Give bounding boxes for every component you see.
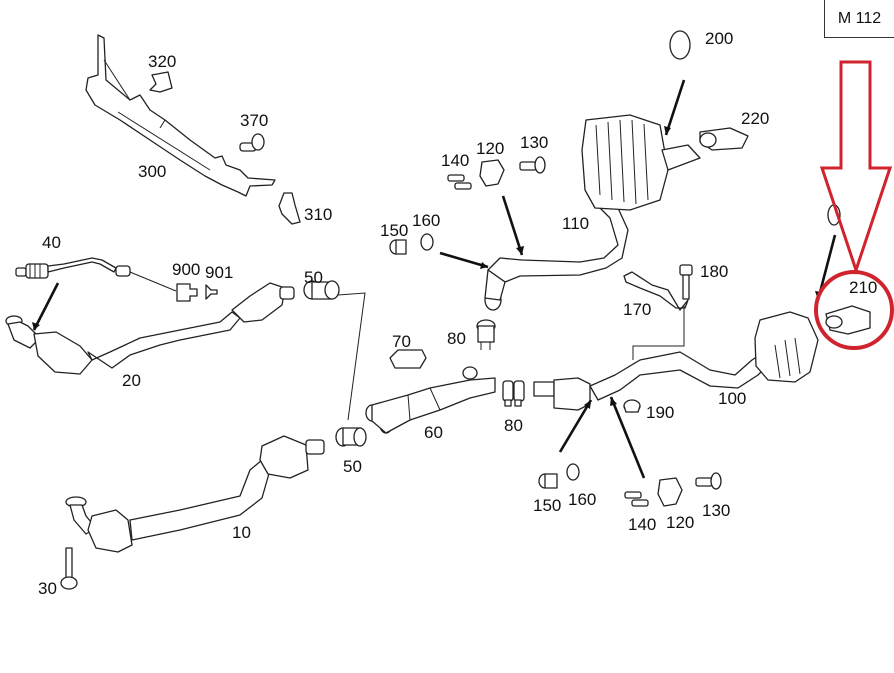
- part-160-nut-upper[interactable]: [420, 233, 434, 251]
- callout-50-lower: 50: [343, 457, 362, 476]
- callout-120-lower: 120: [666, 513, 694, 532]
- callout-40: 40: [42, 233, 61, 252]
- part-140-bolts-upper[interactable]: [447, 174, 472, 190]
- callout-80-upper: 80: [447, 329, 466, 348]
- part-120-rubber-mount-upper[interactable]: [479, 159, 505, 187]
- callout-170: 170: [623, 300, 651, 319]
- callout-20: 20: [122, 371, 141, 390]
- callout-110: 110: [562, 214, 589, 233]
- part-70-damper-block[interactable]: [389, 349, 427, 369]
- part-370-bolt[interactable]: [239, 133, 265, 152]
- part-110-rear-pipe-left[interactable]: [484, 114, 701, 311]
- callout-70: 70: [392, 332, 411, 351]
- part-190-grommet[interactable]: [623, 399, 641, 413]
- callout-180: 180: [700, 262, 728, 281]
- part-30-bolt[interactable]: [60, 547, 78, 590]
- callout-140-upper: 140: [441, 151, 469, 170]
- callout-10: 10: [232, 523, 251, 542]
- part-320-bracket[interactable]: [149, 71, 173, 93]
- callout-220: 220: [741, 109, 769, 128]
- callout-labels: 10 20 30 40 50 50 60 70 80 80 100 110 12…: [38, 29, 877, 598]
- callout-210: 210: [849, 278, 877, 297]
- part-120-rubber-mount-lower[interactable]: [657, 477, 683, 507]
- part-10-front-pipe-catalyst[interactable]: [65, 435, 325, 553]
- part-900-connector[interactable]: [176, 283, 198, 302]
- callout-900: 900: [172, 260, 200, 279]
- model-code-box: M 112: [824, 0, 894, 38]
- callout-50-upper: 50: [304, 268, 323, 287]
- callout-120-upper: 120: [476, 139, 504, 158]
- highlight-arrow: [819, 60, 893, 275]
- part-210-tailpipe-trim-highlighted[interactable]: [825, 305, 871, 335]
- part-300-crossmember[interactable]: [85, 34, 276, 197]
- highlight-circle: [814, 270, 894, 350]
- callout-150-upper: 150: [380, 221, 408, 240]
- callout-130-lower: 130: [702, 501, 730, 520]
- part-40-oxygen-sensor[interactable]: [15, 257, 131, 279]
- callout-140-lower: 140: [628, 515, 656, 534]
- part-100-rear-pipe-right[interactable]: [533, 311, 819, 411]
- callout-370: 370: [240, 111, 268, 130]
- part-220-tailpipe-trim[interactable]: [699, 127, 749, 151]
- callout-320: 320: [148, 52, 176, 71]
- callout-190: 190: [646, 403, 674, 422]
- part-130-bolt-lower[interactable]: [695, 472, 722, 490]
- callout-30: 30: [38, 579, 57, 598]
- callout-60: 60: [424, 423, 443, 442]
- part-310-clip[interactable]: [278, 192, 301, 225]
- callout-310: 310: [304, 205, 332, 224]
- callout-200: 200: [705, 29, 733, 48]
- part-50-clamp-upper[interactable]: [303, 280, 340, 300]
- callout-300: 300: [138, 162, 166, 181]
- model-code-label: M 112: [837, 9, 882, 27]
- part-200-rubber-mount[interactable]: [669, 30, 691, 60]
- part-130-bolt-upper[interactable]: [519, 156, 546, 174]
- part-140-bolts-lower[interactable]: [624, 491, 649, 507]
- callout-160-lower: 160: [568, 490, 596, 509]
- part-50-clamp-lower[interactable]: [335, 427, 367, 447]
- part-150-mount-upper[interactable]: [389, 239, 407, 255]
- part-170-bracket[interactable]: [623, 271, 689, 311]
- part-80-clamp-upper[interactable]: [476, 319, 496, 350]
- callout-130-upper: 130: [520, 133, 548, 152]
- part-180-bolt[interactable]: [679, 264, 693, 300]
- callout-160-upper: 160: [412, 211, 440, 230]
- part-20-front-pipe-catalyst[interactable]: [5, 282, 295, 375]
- callout-100: 100: [718, 389, 746, 408]
- callout-80-lower: 80: [504, 416, 523, 435]
- callout-901: 901: [205, 263, 233, 282]
- part-80-clamp-lower[interactable]: [502, 380, 525, 407]
- part-150-mount-lower[interactable]: [538, 473, 558, 489]
- part-160-nut-lower[interactable]: [566, 463, 580, 481]
- part-60-middle-pipe[interactable]: [365, 366, 496, 434]
- callout-150-lower: 150: [533, 496, 561, 515]
- part-901-pin[interactable]: [205, 284, 218, 300]
